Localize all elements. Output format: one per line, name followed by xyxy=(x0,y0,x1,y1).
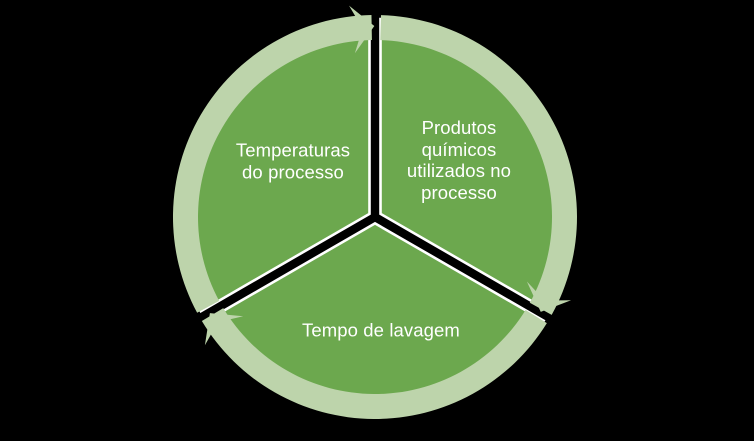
cycle-arrowhead-tempo-lavagem xyxy=(204,313,244,346)
segment-label-tempo-lavagem: Tempo de lavagem xyxy=(302,319,460,341)
segment-label-temperaturas: Temperaturas do processo xyxy=(235,139,351,183)
cycle-arc-tempo-lavagem xyxy=(201,308,547,420)
cycle-arc-temperaturas xyxy=(172,15,372,313)
segment-label-produtos-quimicos: Produtos químicos utilizados no processo xyxy=(406,117,512,203)
cycle-arrowhead-temperaturas xyxy=(349,5,375,54)
cycle-arc-produtos-quimicos xyxy=(380,15,577,315)
cycle-arrowhead-produtos-quimicos xyxy=(526,281,572,312)
